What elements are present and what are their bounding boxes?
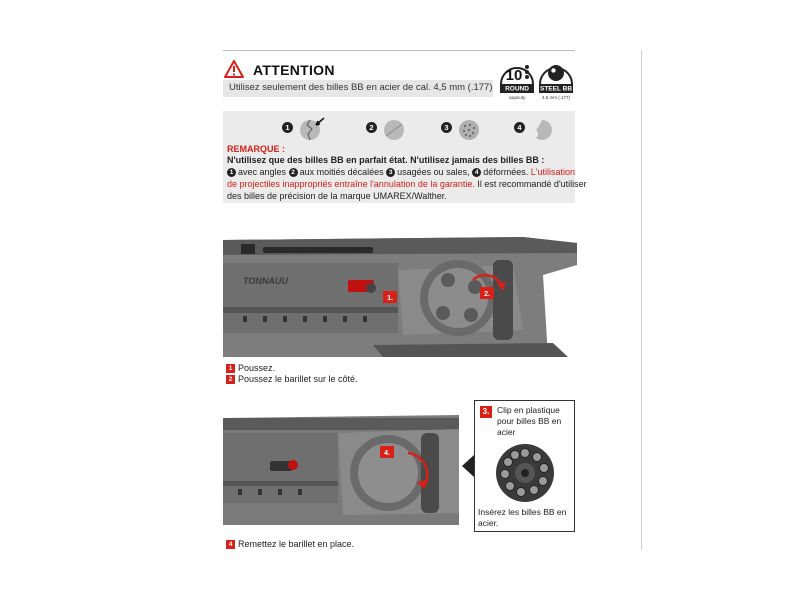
steel-bb-badge: STEEL BB 4,5 mm (.177) [539,65,573,100]
defect-halves: aux moitiés décalées [299,167,384,177]
photo1-tag-2: 2. [484,291,490,298]
bb-dirty-icon [459,120,479,140]
remark-line-4: des billes de précision de la marque UMA… [227,191,447,201]
step-1-marker: 1 [226,364,235,374]
revolver-photo-open: TONNAUU 1. 2. [223,235,577,357]
remark-line-1: N'utilisez que des billes BB en parfait … [227,155,545,165]
clip-number: 3. [480,406,492,418]
round-badge-sublabel: capacity [509,95,526,100]
diagram-number-3: 3 [441,122,452,133]
bb-clip-image [496,444,554,502]
inline-number-2: 2 [288,168,298,178]
attention-subtitle: Utilisez seulement des billes BB en acie… [229,82,493,93]
revolver-engraving: TONNAUU [243,276,288,286]
remark-title: REMARQUE : [227,144,285,154]
inline-number-3: 3 [386,168,396,178]
attention-title: ATTENTION [253,62,335,78]
inline-number-1: 1 [227,168,236,178]
warranty-warning: de projectiles inappropriés entraîne l'a… [227,179,475,189]
defect-angles: avec angles [238,167,287,177]
bb-deformed-icon [536,120,552,140]
diagram-number-1: 1 [282,122,293,133]
clip-description: Clip en plastique pour billes BB en acie… [497,405,562,437]
round-capacity-badge: 10 ROUND capacity [500,65,534,100]
step-2-text: Poussez le barillet sur le côté. [238,374,358,384]
step-1-text: Poussez. [238,363,276,373]
bb-offset-halves-icon [384,120,404,140]
photo2-tag-4: 4. [384,450,390,457]
revolver-photo-closed: 4. [223,403,459,525]
inline-number-4: 4 [472,168,482,178]
round-badge-label: ROUND [505,86,529,93]
diagram-number-2: 2 [366,122,377,133]
warning-icon [224,60,244,78]
warranty-warning-start: L'utilisation [530,167,575,177]
round-badge-number: 10 [506,67,523,84]
defect-dirty: usagées ou sales, [397,167,470,177]
defect-deformed: déformées. [483,167,529,177]
step-4-marker: 4 [226,540,235,550]
clip-instruction: Insérez les billes BB en acier. [478,507,567,528]
steel-badge-sublabel: 4,5 mm (.177) [542,95,571,100]
header-rule [223,50,575,51]
bb-angled-icon [300,117,325,141]
page-divider [641,50,642,550]
recommendation-text: Il est recommandé d'utiliser [477,179,587,189]
callout-pointer [462,455,474,477]
remark-line-3: de projectiles inappropriés entraîne l'a… [227,179,587,189]
step-2-marker: 2 [226,375,235,385]
attention-bar [223,80,493,97]
steel-badge-label: STEEL BB [540,86,572,93]
step-4-text: Remettez le barillet en place. [238,539,355,549]
photo1-tag-1: 1. [387,295,393,302]
diagram-number-4: 4 [514,122,525,133]
